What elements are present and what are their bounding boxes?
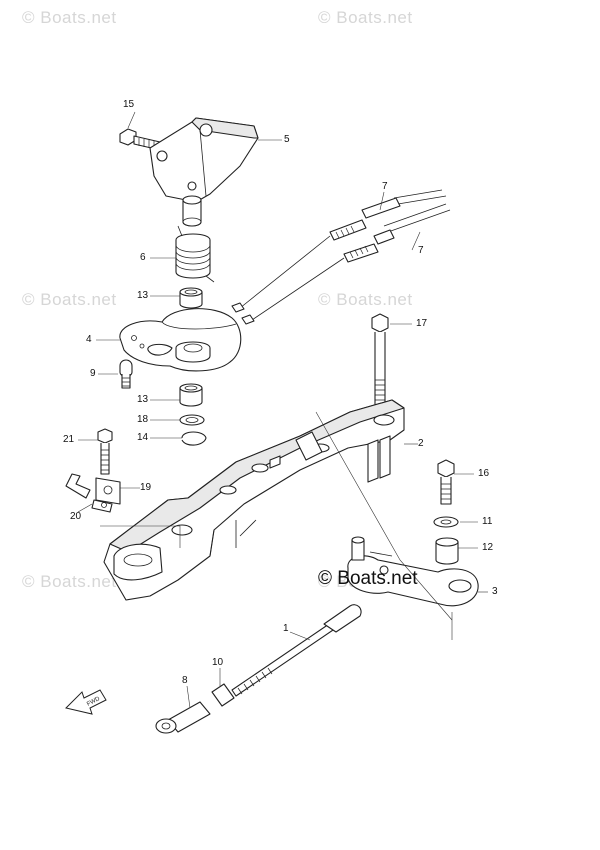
watermark-top-right: © Boats.net	[318, 8, 413, 27]
callout-12: 12	[482, 542, 494, 553]
part-16-bolt	[437, 459, 455, 505]
part-19-20-clip	[65, 473, 121, 513]
callout-16: 16	[478, 468, 490, 479]
leader-lines	[77, 111, 488, 709]
watermark-main: © Boats.net	[318, 568, 418, 589]
part-17-bolt	[371, 313, 389, 413]
part-11-washer	[433, 516, 459, 528]
callout-7-upper: 7	[382, 181, 388, 192]
part-21-bolt	[97, 428, 113, 475]
part-14-clip	[181, 431, 207, 446]
callout-21: 21	[63, 434, 75, 445]
part-2-shift-arm	[103, 399, 405, 601]
callout-15: 15	[123, 99, 135, 110]
part-4-plate	[119, 308, 242, 372]
part-8-rod-end	[155, 701, 211, 734]
part-6-spring	[175, 225, 215, 283]
callout-1: 1	[283, 623, 289, 634]
callout-4: 4	[86, 334, 92, 345]
part-13-bushing-upper	[179, 287, 203, 309]
callout-8: 8	[182, 675, 188, 686]
callout-18: 18	[137, 414, 149, 425]
callout-20: 20	[70, 511, 82, 522]
fwd-arrow-icon: FWD	[65, 689, 107, 715]
watermark-top-left: © Boats.net	[22, 8, 117, 27]
part-5-bracket	[149, 117, 259, 227]
callout-11: 11	[482, 516, 493, 527]
callout-7-lower: 7	[418, 245, 424, 256]
callout-5: 5	[284, 134, 290, 145]
part-9-ball-stud	[119, 359, 133, 389]
callout-17: 17	[416, 318, 428, 329]
part-18-washer	[179, 414, 205, 426]
part-10-sleeve	[211, 683, 235, 707]
watermark-mid-left: © Boats.net	[22, 290, 117, 309]
callout-6: 6	[140, 252, 146, 263]
callout-9: 9	[90, 368, 96, 379]
part-1-rod	[231, 604, 362, 697]
part-12-collar	[435, 537, 459, 565]
callout-13-lower: 13	[137, 394, 149, 405]
watermark-bottom-left: © Boats.net	[22, 572, 117, 591]
watermark-mid-right: © Boats.net	[318, 290, 413, 309]
callout-3: 3	[492, 586, 498, 597]
callout-19: 19	[140, 482, 152, 493]
callout-13-upper: 13	[137, 290, 149, 301]
callout-10: 10	[212, 657, 224, 668]
part-13-bushing-lower	[179, 383, 203, 407]
callout-2: 2	[418, 438, 424, 449]
part-3-lever	[347, 536, 479, 607]
callout-14: 14	[137, 432, 149, 443]
part-7-cables	[231, 189, 451, 325]
